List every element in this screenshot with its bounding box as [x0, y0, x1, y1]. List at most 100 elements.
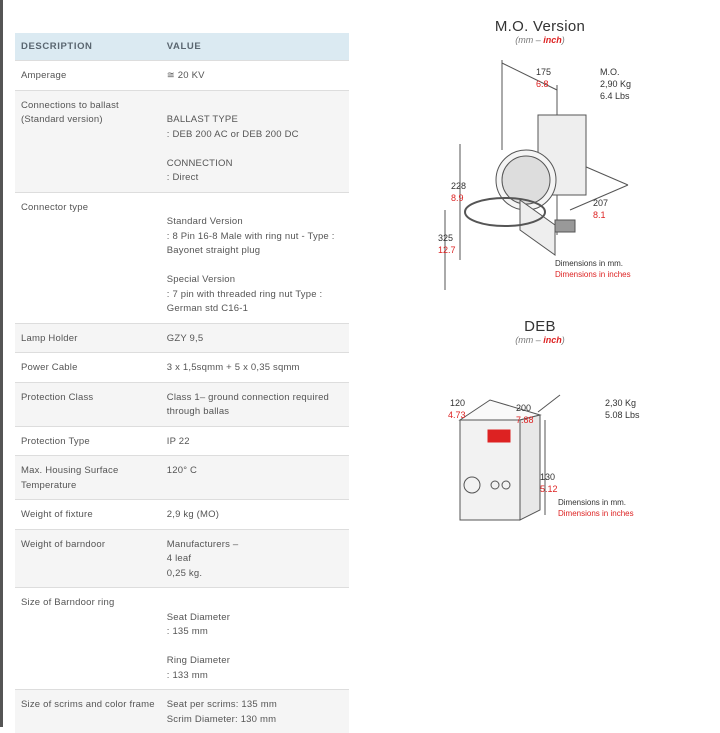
table-row: Size of Barndoor ring Seat Diameter: 135 …	[15, 588, 349, 690]
value-line: CONNECTION	[167, 157, 343, 172]
value-cell: IP 22	[161, 426, 349, 456]
value-line: Standard Version	[167, 215, 343, 230]
description-cell: Weight of barndoor	[15, 529, 161, 588]
description-cell: Size of Barndoor ring	[15, 588, 161, 690]
description-cell: Weight of fixture	[15, 500, 161, 530]
desc-line: Connector type	[21, 201, 155, 216]
deb-depth-in: 4.73	[448, 410, 466, 420]
value-line: ≅ 20 KV	[167, 69, 343, 84]
value-cell: Standard Version: 8 Pin 16-8 Male with r…	[161, 192, 349, 323]
desc-line: Max. Housing Surface	[21, 464, 155, 479]
value-line	[167, 640, 343, 655]
value-cell: GZY 9,5	[161, 323, 349, 353]
unit-inch: inch	[543, 35, 562, 45]
table-header: DESCRIPTION VALUE	[15, 33, 349, 61]
deb-width-mm: 200	[516, 403, 531, 413]
value-line: through ballas	[167, 405, 343, 420]
value-line: 120° C	[167, 464, 343, 479]
left-border	[0, 0, 3, 727]
value-line: Scrim Diameter: 130 mm	[167, 713, 343, 728]
unit-mm: (mm –	[515, 335, 543, 345]
value-line: : Direct	[167, 171, 343, 186]
value-line: Bayonet straight plug	[167, 244, 343, 259]
mo-depth-mm: 207	[593, 198, 608, 208]
mo-h2-mm: 325	[438, 233, 453, 243]
value-line: IP 22	[167, 435, 343, 450]
deb-title: DEB	[470, 318, 610, 335]
description-cell: Lamp Holder	[15, 323, 161, 353]
value-line: 2,9 kg (MO)	[167, 508, 343, 523]
deb-legend-mm: Dimensions in mm.	[558, 498, 626, 507]
deb-depth-mm: 120	[450, 398, 465, 408]
mo-h1-mm: 228	[451, 181, 466, 191]
desc-line: Size of Barndoor ring	[21, 596, 155, 611]
deb-height-mm: 130	[540, 472, 555, 482]
deb-diagram: 120 4.73 200 7.88 2,30 Kg 5.08 Lbs 130 5…	[420, 390, 680, 530]
value-line	[167, 596, 343, 611]
table-row: Connections to ballast(Standard version)…	[15, 90, 349, 192]
deb-weight-kg: 2,30 Kg	[605, 398, 636, 408]
value-line: 3 x 1,5sqmm + 5 x 0,35 sqmm	[167, 361, 343, 376]
value-cell: 3 x 1,5sqmm + 5 x 0,35 sqmm	[161, 353, 349, 383]
description-cell: Power Cable	[15, 353, 161, 383]
value-line	[167, 259, 343, 274]
value-line: Manufacturers –	[167, 538, 343, 553]
mo-legend-mm: Dimensions in mm.	[555, 259, 623, 268]
table-row: Power Cable 3 x 1,5sqmm + 5 x 0,35 sqmm	[15, 353, 349, 383]
value-line: 4 leaf	[167, 552, 343, 567]
value-line: : DEB 200 AC or DEB 200 DC	[167, 128, 343, 143]
description-cell: Size of scrims and color frame	[15, 690, 161, 733]
mo-title-block: M.O. Version (mm – inch)	[470, 18, 610, 45]
table-row: Amperage ≅ 20 KV	[15, 61, 349, 91]
value-line: Seat Diameter	[167, 611, 343, 626]
unit-close: )	[562, 35, 565, 45]
value-line: : 7 pin with threaded ring nut Type :	[167, 288, 343, 303]
value-cell: 2,9 kg (MO)	[161, 500, 349, 530]
description-cell: Connections to ballast(Standard version)	[15, 90, 161, 192]
value-cell: BALLAST TYPE: DEB 200 AC or DEB 200 DC CO…	[161, 90, 349, 192]
header-value: VALUE	[161, 33, 349, 61]
value-line: German std C16-1	[167, 302, 343, 317]
value-line: : 8 Pin 16-8 Male with ring nut - Type :	[167, 230, 343, 245]
unit-mm: (mm –	[515, 35, 543, 45]
value-cell: 120° C	[161, 456, 349, 500]
spec-table: DESCRIPTION VALUE Amperage ≅ 20 KV Connect…	[15, 33, 349, 733]
value-line: 0,25 kg.	[167, 567, 343, 582]
value-line: BALLAST TYPE	[167, 113, 343, 128]
desc-line: Weight of barndoor	[21, 538, 155, 553]
mo-legend-in: Dimensions in inches	[555, 270, 631, 279]
description-cell: Amperage	[15, 61, 161, 91]
mo-h1-in: 8.9	[451, 193, 464, 203]
header-description: DESCRIPTION	[15, 33, 161, 61]
mo-diagram: 175 6.8 M.O. 2,90 Kg 6.4 Lbs 228 8.9 325…	[420, 60, 680, 290]
desc-line: Temperature	[21, 479, 155, 494]
mo-units: (mm – inch)	[470, 35, 610, 45]
value-line: Seat per scrims: 135 mm	[167, 698, 343, 713]
mo-width-mm: 175	[536, 67, 551, 77]
description-cell: Connector type	[15, 192, 161, 323]
mo-weight-label: M.O.	[600, 67, 620, 77]
value-line: : 133 mm	[167, 669, 343, 684]
mo-weight-kg: 2,90 Kg	[600, 79, 631, 89]
deb-weight-lbs: 5.08 Lbs	[605, 410, 640, 420]
deb-title-block: DEB (mm – inch)	[470, 318, 610, 345]
desc-line: (Standard version)	[21, 113, 155, 128]
mo-title: M.O. Version	[470, 18, 610, 35]
unit-close: )	[562, 335, 565, 345]
desc-line: Amperage	[21, 69, 155, 84]
value-line: Class 1– ground connection required	[167, 391, 343, 406]
desc-line: Connections to ballast	[21, 99, 155, 114]
unit-inch: inch	[543, 335, 562, 345]
mo-width-in: 6.8	[536, 79, 549, 89]
